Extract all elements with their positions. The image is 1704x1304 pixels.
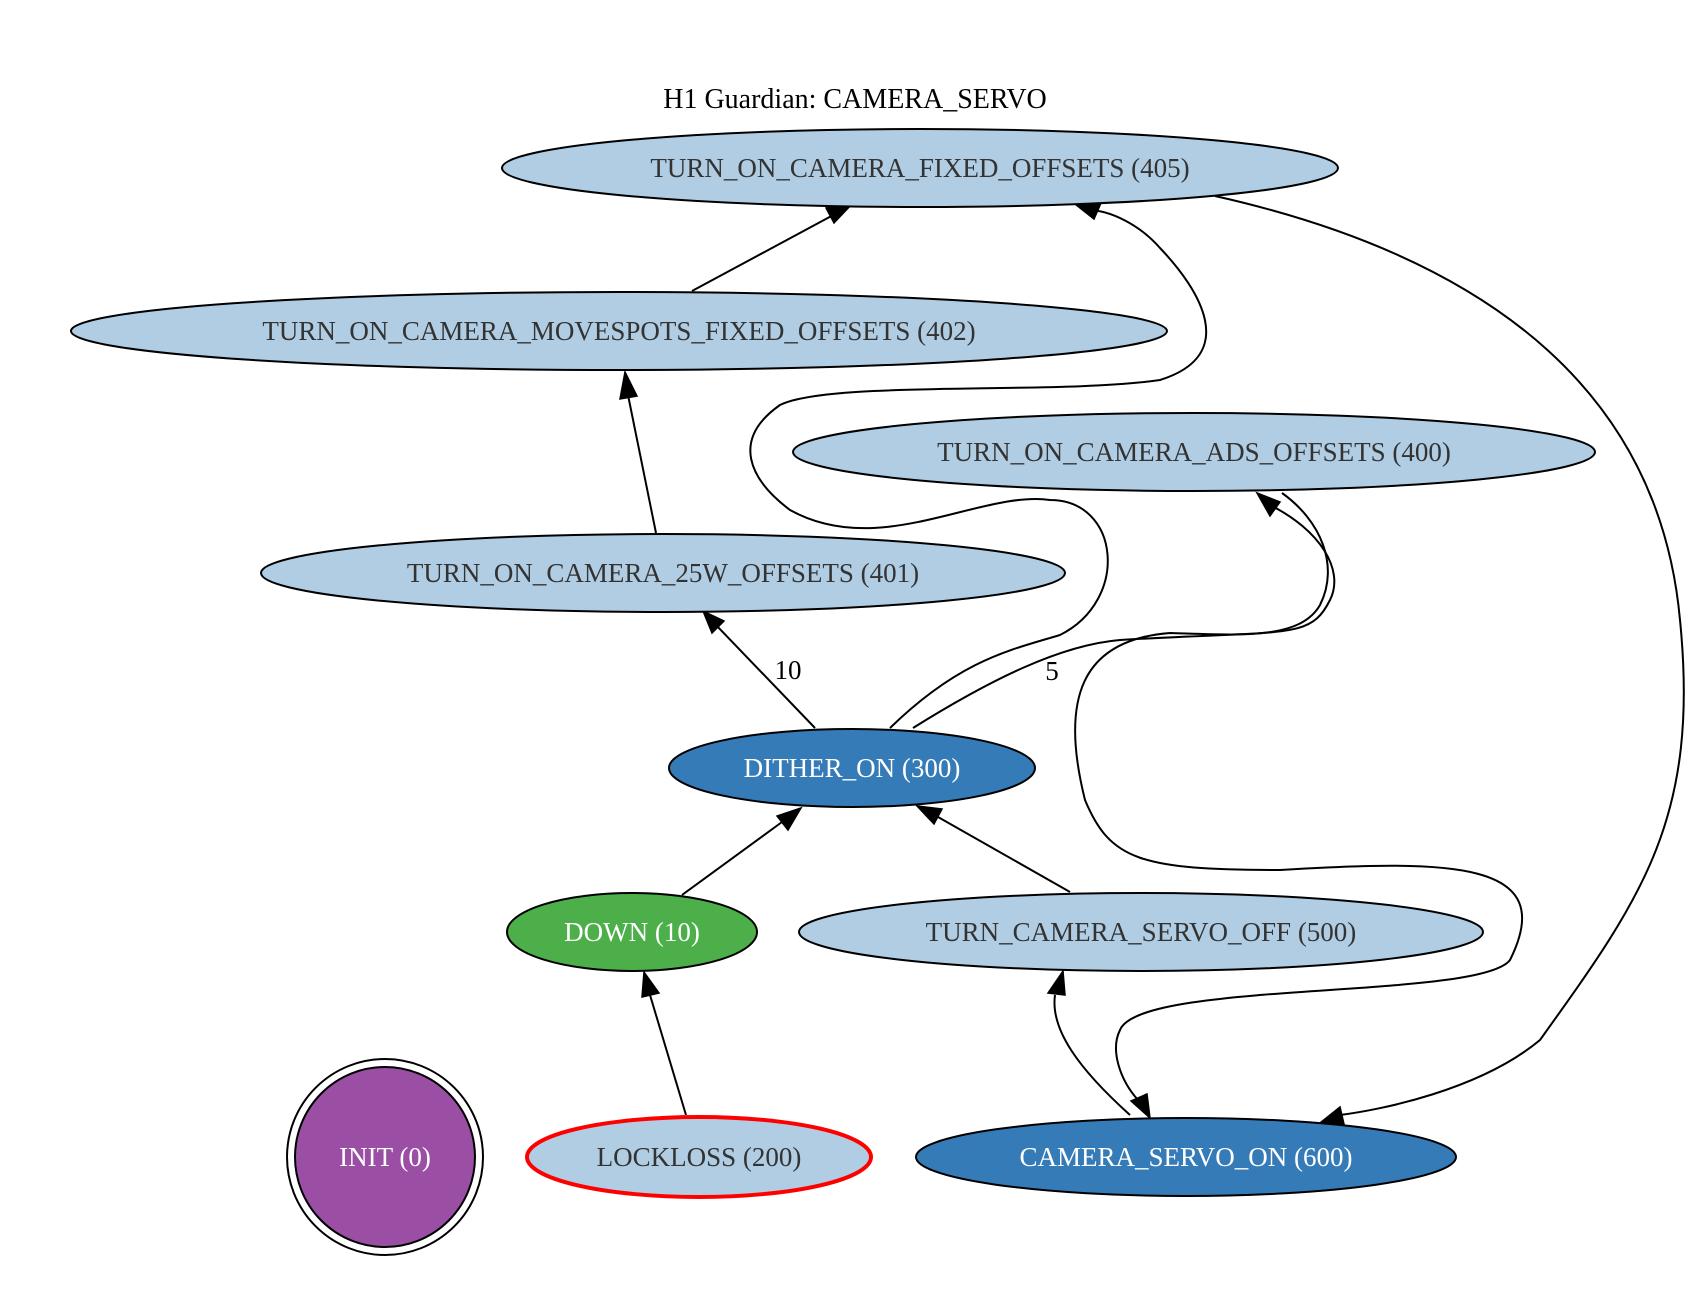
graph-title: H1 Guardian: CAMERA_SERVO	[663, 84, 1047, 115]
node-10-label: DOWN (10)	[564, 917, 700, 947]
node-200-label: LOCKLOSS (200)	[597, 1142, 802, 1172]
node-0[interactable]: INIT (0)	[286, 1058, 484, 1256]
arrowhead-10-to-300	[775, 806, 803, 832]
edges: 10 5	[619, 195, 1685, 1125]
arrowhead-401-to-402	[619, 369, 639, 400]
node-402-label: TURN_ON_CAMERA_MOVESPOTS_FIXED_OFFSETS (…	[262, 316, 975, 346]
node-500-label: TURN_CAMERA_SERVO_OFF (500)	[926, 917, 1357, 947]
edge-label-300-to-400: 5	[1045, 656, 1059, 686]
edge-405-to-600	[1214, 195, 1685, 1116]
edge-200-to-10	[649, 994, 687, 1116]
edge-401-to-402	[627, 394, 657, 534]
node-400-label: TURN_ON_CAMERA_ADS_OFFSETS (400)	[937, 437, 1451, 467]
node-200[interactable]: LOCKLOSS (200)	[525, 1115, 873, 1199]
node-401-label: TURN_ON_CAMERA_25W_OFFSETS (401)	[407, 558, 919, 588]
node-400[interactable]: TURN_ON_CAMERA_ADS_OFFSETS (400)	[792, 412, 1596, 492]
arrowhead-300-to-400	[1255, 491, 1282, 518]
edge-label-300-to-401: 10	[775, 655, 802, 685]
arrowhead-300-to-405	[1072, 202, 1103, 221]
node-10[interactable]: DOWN (10)	[506, 892, 758, 972]
edge-402-to-405	[691, 212, 838, 292]
node-600-label: CAMERA_SERVO_ON (600)	[1019, 1142, 1352, 1172]
arrowhead-405-to-600	[1317, 1105, 1345, 1125]
edge-300-to-405	[749, 209, 1208, 729]
node-600[interactable]: CAMERA_SERVO_ON (600)	[915, 1117, 1457, 1197]
arrowhead-600-to-500	[1046, 968, 1066, 996]
node-0-label: INIT (0)	[339, 1142, 431, 1172]
node-402[interactable]: TURN_ON_CAMERA_MOVESPOTS_FIXED_OFFSETS (…	[70, 291, 1168, 371]
node-300[interactable]: DITHER_ON (300)	[668, 728, 1036, 808]
edge-300-to-400	[912, 504, 1336, 729]
edge-400-to-600	[1074, 492, 1524, 1101]
node-300-label: DITHER_ON (300)	[744, 753, 961, 783]
edge-500-to-300	[937, 816, 1071, 893]
arrowhead-500-to-300	[915, 805, 944, 826]
arrowhead-200-to-10	[641, 969, 661, 998]
nodes: TURN_ON_CAMERA_FIXED_OFFSETS (405) TURN_…	[70, 128, 1596, 1256]
arrowhead-300-to-401	[701, 609, 726, 635]
node-401[interactable]: TURN_ON_CAMERA_25W_OFFSETS (401)	[260, 533, 1066, 613]
arrowhead-400-to-600	[1129, 1092, 1151, 1120]
edge-10-to-300	[681, 821, 783, 896]
node-405[interactable]: TURN_ON_CAMERA_FIXED_OFFSETS (405)	[501, 128, 1339, 208]
node-405-label: TURN_ON_CAMERA_FIXED_OFFSETS (405)	[650, 153, 1189, 183]
edge-300-to-401	[715, 624, 816, 729]
edge-600-to-500	[1053, 994, 1131, 1116]
node-500[interactable]: TURN_CAMERA_SERVO_OFF (500)	[798, 892, 1484, 972]
